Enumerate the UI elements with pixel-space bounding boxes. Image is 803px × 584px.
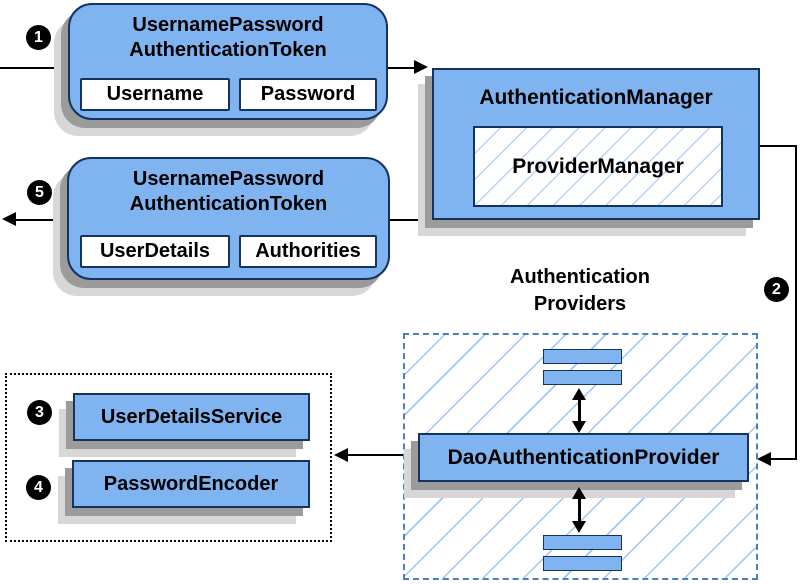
arrowhead-left-icon bbox=[757, 452, 771, 466]
flow-line-step2-bottom bbox=[771, 458, 797, 460]
flow-line-step2-top bbox=[760, 145, 797, 147]
user-details-service-box: UserDetailsService bbox=[73, 393, 310, 441]
step-4-badge: 4 bbox=[26, 475, 51, 500]
provider-manager-box: ProviderManager bbox=[473, 126, 723, 207]
dao-authentication-provider-box: DaoAuthenticationProvider bbox=[418, 433, 749, 482]
arrowhead-right-icon bbox=[414, 60, 428, 74]
token-response-title: UsernamePassword AuthenticationToken bbox=[69, 167, 388, 217]
password-field: Password bbox=[239, 78, 377, 111]
auth-providers-label-line2: Providers bbox=[533, 293, 627, 315]
provider-slot-rect bbox=[543, 535, 622, 550]
double-arrow-down-icon bbox=[572, 521, 586, 533]
double-arrow-up-icon bbox=[572, 487, 586, 499]
step-2-badge: 2 bbox=[764, 277, 789, 302]
token-response-title-line1: UsernamePassword bbox=[132, 168, 325, 190]
flow-line-dao-to-services bbox=[348, 454, 419, 456]
arrowhead-left-icon bbox=[334, 448, 348, 462]
token-request-title-line1: UsernamePassword bbox=[132, 14, 324, 36]
username-field: Username bbox=[80, 78, 230, 111]
auth-providers-label-line1: Authentication bbox=[510, 266, 650, 288]
double-arrow-down-icon bbox=[572, 421, 586, 433]
double-arrow-shaft bbox=[578, 497, 581, 523]
authentication-manager-box: AuthenticationManager ProviderManager bbox=[432, 68, 760, 220]
authentication-manager-title: AuthenticationManager bbox=[479, 86, 713, 109]
auth-providers-label: Authentication Providers bbox=[430, 264, 730, 318]
token-response-box: UsernamePassword AuthenticationToken Use… bbox=[67, 157, 390, 280]
services-dotted-container bbox=[5, 373, 332, 542]
flow-line-step2-vertical bbox=[795, 145, 797, 460]
provider-slot-rect bbox=[543, 349, 622, 364]
provider-slot-rect bbox=[543, 370, 622, 385]
step-3-badge: 3 bbox=[27, 400, 52, 425]
double-arrow-shaft bbox=[578, 398, 581, 424]
token-response-title-line2: AuthenticationToken bbox=[129, 193, 328, 215]
provider-slot-rect bbox=[543, 556, 622, 571]
password-encoder-box: PasswordEncoder bbox=[72, 460, 310, 508]
step-1-badge: 1 bbox=[26, 25, 51, 50]
token-request-title-line2: AuthenticationToken bbox=[129, 39, 327, 61]
user-details-field: UserDetails bbox=[80, 235, 230, 268]
token-request-box: UsernamePassword AuthenticationToken Use… bbox=[68, 3, 388, 120]
double-arrow-up-icon bbox=[572, 388, 586, 400]
token-request-title: UsernamePassword AuthenticationToken bbox=[70, 13, 386, 63]
arrowhead-left-icon bbox=[2, 212, 16, 226]
step-5-badge: 5 bbox=[27, 180, 52, 205]
authorities-field: Authorities bbox=[239, 235, 377, 268]
